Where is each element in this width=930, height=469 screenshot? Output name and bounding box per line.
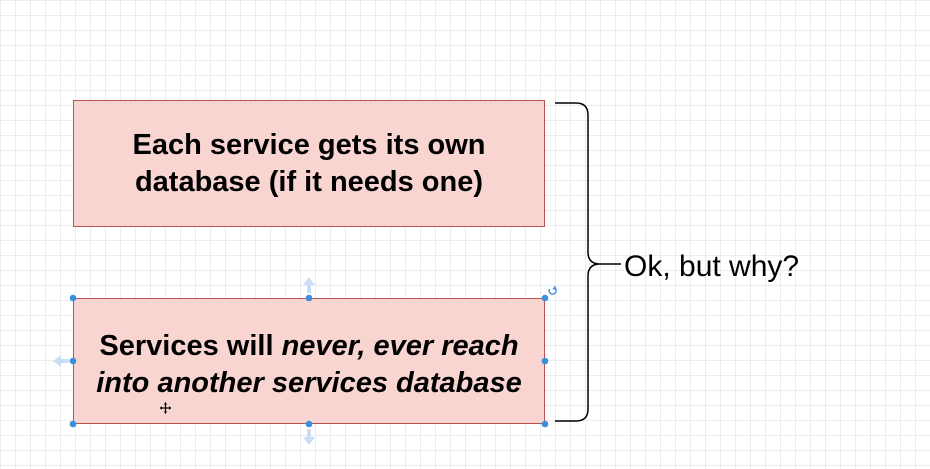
box-text-line: database (if it needs one)	[134, 165, 484, 198]
resize-handle-ne[interactable]	[541, 294, 549, 302]
brace-label[interactable]: Ok, but why?	[624, 250, 800, 283]
connect-arrow-left-icon[interactable]	[53, 355, 69, 367]
box-text-line: Each service gets its own	[132, 128, 486, 161]
service-own-database-text: Each service gets its own database (if i…	[125, 127, 494, 201]
resize-handle-w[interactable]	[69, 357, 77, 365]
curly-brace[interactable]	[555, 102, 621, 422]
resize-handle-nw[interactable]	[69, 294, 77, 302]
connect-arrow-up-icon[interactable]	[303, 277, 315, 293]
never-reach-database-text: Services will never, ever reach into ano…	[88, 320, 530, 402]
resize-handle-e[interactable]	[541, 357, 549, 365]
connect-arrow-down-icon[interactable]	[303, 429, 315, 445]
box-text-italic: never, ever reach	[281, 330, 519, 362]
resize-handle-n[interactable]	[305, 294, 313, 302]
box-text-plain: Services will	[99, 330, 282, 362]
resize-handle-se[interactable]	[541, 420, 549, 428]
resize-handle-s[interactable]	[305, 420, 313, 428]
service-own-database-box[interactable]: Each service gets its own database (if i…	[73, 100, 545, 227]
resize-handle-sw[interactable]	[69, 420, 77, 428]
box-text-italic: into another services database	[96, 367, 522, 399]
move-cursor-icon	[159, 402, 172, 414]
rotate-handle-icon[interactable]	[548, 285, 557, 295]
